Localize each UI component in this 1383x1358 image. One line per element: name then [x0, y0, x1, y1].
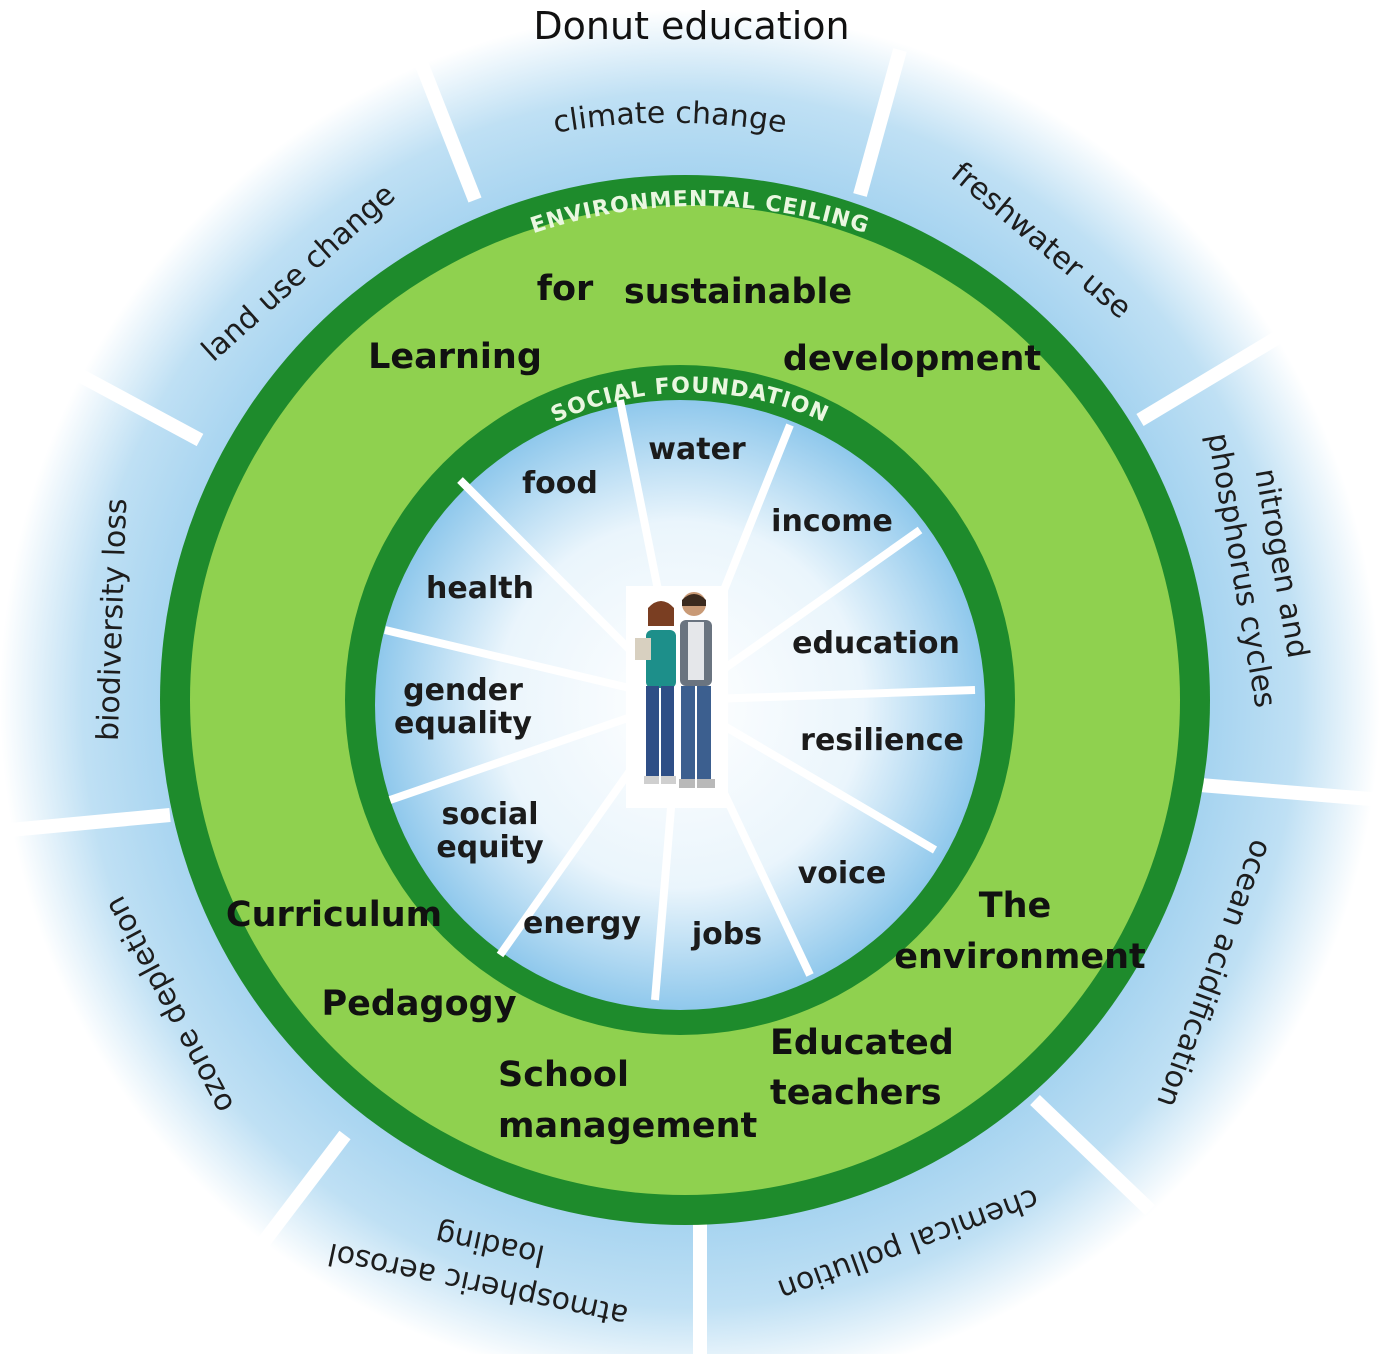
inner-label-equality: equality — [394, 706, 532, 741]
inner-label-gender: gender — [403, 673, 523, 708]
diagram-title: Donut education — [533, 4, 850, 48]
inner-label-jobs: jobs — [691, 917, 762, 952]
band-label-teachers: teachers — [770, 1073, 942, 1113]
band-label-pedagogy: Pedagogy — [321, 984, 516, 1024]
label-biodiversity-loss: biodiversity loss — [91, 498, 134, 742]
band-label-educated: Educated — [770, 1023, 954, 1063]
inner-label-food: food — [522, 466, 598, 501]
band-label-environment: environment — [894, 937, 1146, 977]
band-label-the: The — [979, 886, 1052, 926]
inner-label-equity: equity — [436, 830, 544, 865]
inner-label-energy: energy — [523, 906, 641, 941]
inner-label-education: education — [792, 626, 960, 661]
band-label-for: for — [537, 269, 594, 309]
inner-label-voice: voice — [798, 856, 887, 891]
band-label-sustainable: sustainable — [624, 272, 852, 312]
inner-label-health: health — [426, 571, 534, 606]
inner-label-social: social — [441, 797, 538, 832]
students-photo — [626, 586, 728, 808]
band-label-curriculum: Curriculum — [226, 895, 442, 935]
band-label-learning: Learning — [368, 337, 542, 377]
band-label-school: School — [498, 1055, 629, 1095]
inner-label-resilience: resilience — [800, 723, 964, 758]
band-label-management: management — [498, 1106, 757, 1146]
inner-label-water: water — [648, 432, 746, 467]
outer-dividers — [9, 48, 1383, 1354]
inner-label-income: income — [771, 504, 893, 539]
band-label-development: development — [783, 339, 1041, 379]
